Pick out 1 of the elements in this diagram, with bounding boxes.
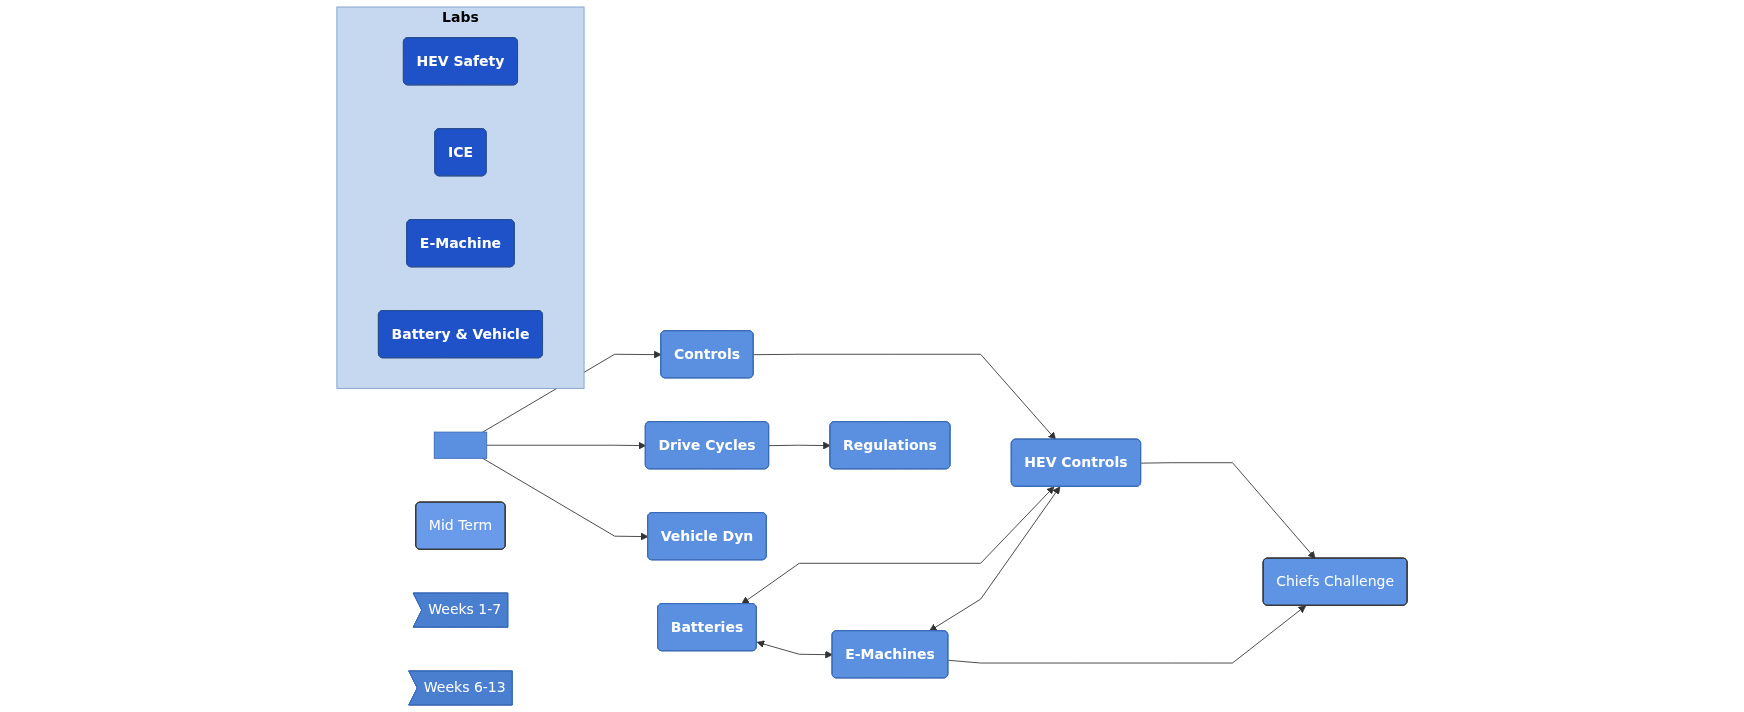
node-box bbox=[433, 431, 488, 459]
